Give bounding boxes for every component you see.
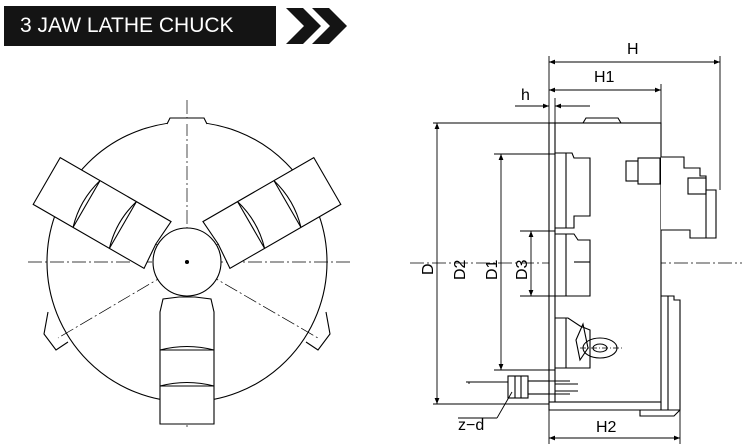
dim-label-D3: D3 — [514, 259, 531, 280]
dim-label-H1: H1 — [594, 69, 615, 86]
chuck-side-view — [410, 117, 742, 417]
title-banner: 3 JAW LATHE CHUCK — [4, 6, 356, 46]
body-bump-right — [305, 311, 331, 351]
dim-label-zd: z−d — [458, 417, 484, 434]
dim-label-D: D — [420, 263, 437, 275]
chuck-front-view — [28, 100, 352, 430]
dimension-lines — [433, 56, 721, 444]
chevron-icon — [312, 8, 347, 44]
dimension-labels: H H1 h D D2 D1 D3 z−d H2 — [420, 41, 639, 436]
jaw-upper-right — [32, 156, 172, 270]
page-title: 3 JAW LATHE CHUCK — [20, 14, 234, 37]
body-bump-top — [166, 117, 208, 125]
chevron-icon — [286, 8, 321, 44]
dim-label-D2: D2 — [452, 259, 469, 280]
dim-label-h: h — [521, 87, 530, 104]
outer-jaw-top — [661, 156, 717, 239]
banner-background — [4, 6, 347, 46]
dim-label-H2: H2 — [596, 419, 617, 436]
mount-bolt — [507, 375, 578, 399]
dim-label-D1: D1 — [484, 259, 501, 280]
body-bump-left — [43, 311, 69, 351]
jaw-bottom — [159, 296, 215, 425]
jaw-upper-left — [202, 156, 342, 270]
dim-label-H: H — [627, 41, 639, 58]
outer-jaw-bottom — [661, 295, 681, 411]
